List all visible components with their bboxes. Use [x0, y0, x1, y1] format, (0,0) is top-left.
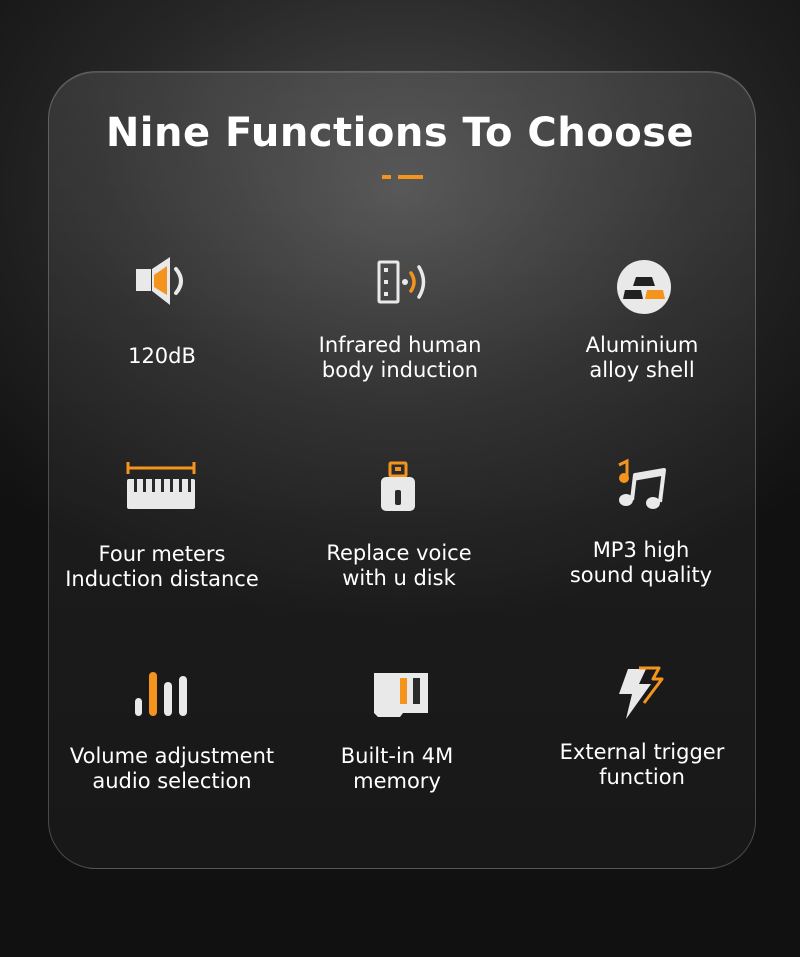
- feature-label: Replace voice with u disk: [326, 541, 472, 590]
- speaker-icon: [136, 257, 183, 305]
- title-underline-long: [398, 175, 423, 179]
- feature-label: Four meters Induction distance: [65, 542, 259, 591]
- usb-drive-icon: [381, 461, 415, 511]
- lightning-trigger-icon: [619, 666, 664, 719]
- feature-label: Aluminium alloy shell: [585, 333, 699, 382]
- features-panel: [48, 71, 756, 869]
- memory-card-icon: [374, 673, 428, 717]
- music-notes-icon: [618, 458, 666, 509]
- volume-bars-icon: [135, 672, 187, 716]
- feature-label: Infrared human body induction: [318, 333, 482, 382]
- feature-label: Volume adjustment audio selection: [69, 744, 275, 793]
- title-underline-short: [382, 175, 391, 179]
- infrared-sensor-icon: [377, 260, 426, 304]
- metal-bars-icon: [617, 260, 671, 314]
- feature-label: External trigger function: [559, 740, 725, 789]
- ruler-distance-icon: [126, 462, 196, 509]
- page-title: Nine Functions To Choose: [105, 110, 695, 156]
- feature-label: 120dB: [128, 344, 196, 368]
- feature-label: MP3 high sound quality: [569, 538, 713, 587]
- feature-label: Built-in 4M memory: [340, 744, 454, 793]
